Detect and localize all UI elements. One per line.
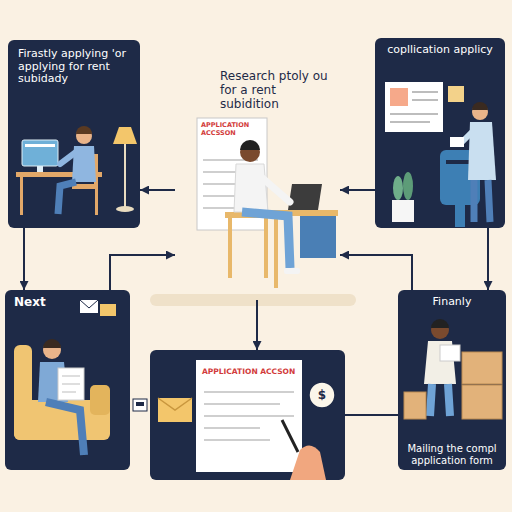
research-scene: [284, 268, 300, 274]
form-scene: [204, 427, 260, 429]
reading-scene: [62, 376, 80, 377]
form-scene: [204, 415, 294, 417]
mailbox-scene: [390, 121, 430, 123]
mailbox-scene: [393, 176, 403, 200]
research-scene: [203, 183, 240, 185]
mailbox-scene: [385, 82, 496, 227]
reading-scene: [14, 300, 116, 455]
reading-scene: [80, 300, 98, 308]
flow-arrow: [345, 414, 398, 416]
form-scene: [158, 398, 192, 410]
mailbox-scene: [474, 180, 490, 222]
desk-scene: [58, 182, 76, 214]
flow-arrow: [23, 228, 25, 290]
moving-scene: [462, 352, 502, 384]
moving-scene: [440, 345, 460, 361]
form-scene: [282, 420, 298, 452]
moving-scene: [430, 384, 450, 416]
research-scene: [150, 118, 356, 306]
desk-scene: [76, 126, 92, 134]
step-text: APPLICATION ACCSON: [202, 368, 341, 377]
reading-scene: [46, 402, 84, 455]
mailbox-scene: [392, 200, 414, 222]
step-text: copllication applicy: [381, 44, 499, 57]
reading-scene: [80, 300, 98, 313]
form-scene: [158, 398, 192, 422]
flow-arrow: [487, 228, 489, 290]
research-scene: [288, 184, 322, 210]
desk-scene: [124, 142, 126, 208]
step-body: Mailing the compl application form: [402, 443, 502, 466]
reading-scene: [62, 384, 80, 385]
moving-scene: [404, 392, 426, 419]
currency-symbol: $: [309, 387, 335, 403]
research-scene: [228, 218, 232, 278]
moving-scene: [462, 385, 502, 419]
research-scene: [203, 207, 235, 209]
research-scene: [242, 212, 290, 268]
form-scene: [158, 360, 335, 480]
flow-arrow: [140, 189, 175, 191]
step-text: Firastly applying 'or applying for rent …: [18, 48, 130, 86]
reading-scene: [100, 304, 116, 316]
form-scene: [204, 403, 280, 405]
desk-scene: [20, 177, 23, 215]
reading-scene: [62, 392, 76, 393]
mailbox-scene: [472, 102, 488, 110]
desk-scene: [25, 144, 55, 147]
document-heading: APPLICATION ACCSSON: [201, 122, 265, 138]
moving-scene: [404, 319, 502, 419]
mailbox-scene: [455, 205, 465, 227]
mailbox-scene: [450, 137, 464, 147]
research-scene: [264, 218, 268, 278]
mailbox-scene: [390, 113, 438, 115]
mailbox-scene: [385, 82, 443, 132]
gap-icon: [133, 399, 147, 411]
mailbox-scene: [403, 172, 413, 200]
form-scene: [309, 382, 335, 408]
reading-scene: [43, 339, 61, 348]
form-scene: [204, 439, 270, 441]
reading-scene: [58, 368, 84, 400]
research-scene: [260, 176, 290, 202]
step-text: Finanly: [402, 296, 502, 309]
desk-scene: [113, 127, 137, 144]
form-scene: [290, 445, 326, 480]
mailbox-scene: [390, 88, 408, 106]
mailbox-scene: [448, 86, 464, 102]
moving-scene: [431, 319, 449, 328]
research-scene: [274, 216, 278, 288]
flow-arrow: [340, 255, 412, 290]
step-text: Next: [14, 296, 121, 310]
step-text: Research ptoly ou for a rent subidition: [220, 70, 332, 111]
flow-arrow: [256, 300, 258, 350]
desk-scene: [116, 206, 134, 212]
flow-arrow: [110, 255, 175, 290]
gap-icon: [136, 402, 144, 406]
mailbox-scene: [412, 99, 438, 101]
desk-scene: [60, 152, 76, 164]
research-scene: [300, 216, 336, 258]
research-scene: [234, 164, 268, 212]
form-scene: [204, 391, 294, 393]
reading-scene: [90, 385, 110, 415]
gap-icon: [133, 399, 147, 411]
research-scene: [150, 294, 356, 306]
desk-scene: [37, 166, 43, 172]
research-scene: [240, 140, 260, 150]
form-scene: [196, 360, 302, 472]
mailbox-scene: [412, 91, 438, 93]
desk-scene: [16, 126, 137, 215]
flow-arrow: [340, 189, 375, 191]
desk-scene: [22, 140, 58, 166]
